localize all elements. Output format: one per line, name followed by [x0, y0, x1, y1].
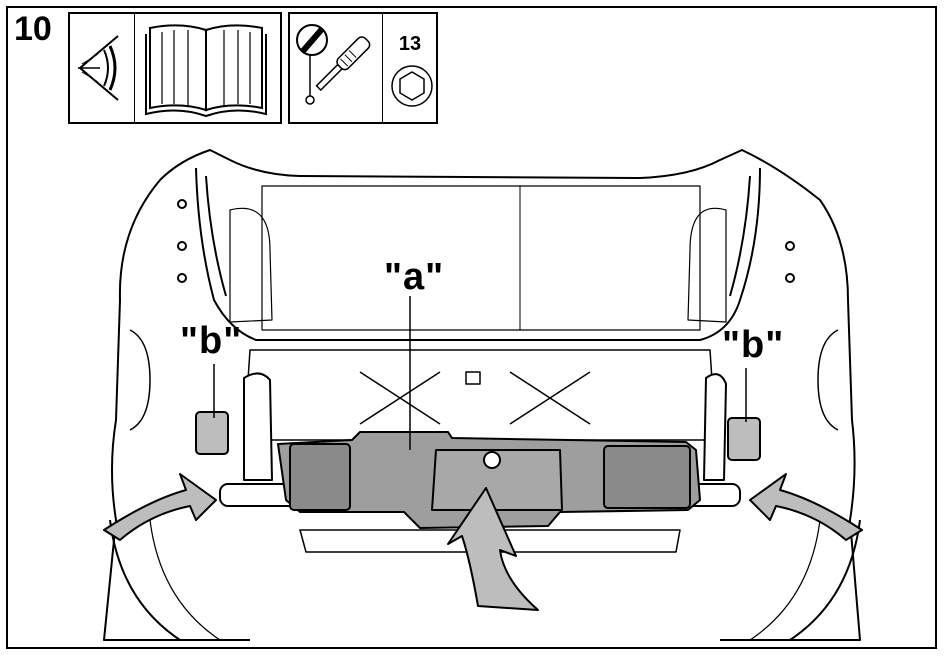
- wrench-size-label: 13: [398, 33, 422, 55]
- arrow-center: [447, 487, 539, 611]
- callout-b-left: "b": [180, 320, 243, 362]
- hex-socket-icon: [391, 65, 433, 107]
- tools-box: [288, 12, 438, 124]
- step-number: 10: [14, 10, 52, 48]
- screwdriver-icon: [296, 24, 371, 105]
- box-divider: [382, 14, 383, 122]
- inspection-reference-box: [68, 12, 282, 124]
- manual-book-icon: [145, 24, 267, 118]
- callout-b-right: "b": [722, 324, 785, 366]
- box-divider: [134, 14, 135, 122]
- arrow-right: [749, 473, 863, 541]
- eye-icon: [78, 35, 119, 101]
- arrow-left: [103, 473, 217, 541]
- callout-a: "a": [384, 256, 445, 298]
